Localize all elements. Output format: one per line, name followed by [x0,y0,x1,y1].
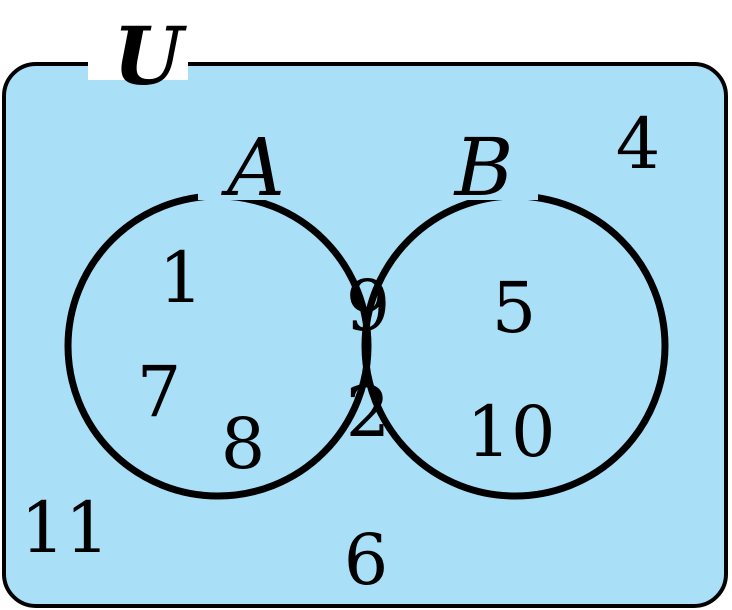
universe-label-gap [88,50,188,80]
set-a-label-gap [198,140,308,200]
element-intersection: 2 [346,371,391,453]
element-b-only: 5 [492,267,537,349]
set-a-label: A [220,121,285,214]
set-b-label-gap [428,140,538,200]
element-intersection: 9 [346,265,391,347]
element-outside: 4 [616,103,661,185]
set-b-label: B [453,121,514,214]
element-a-only: 1 [159,237,204,319]
element-a-only: 8 [221,403,266,485]
element-outside: 11 [20,487,109,569]
element-outside: 6 [344,519,389,601]
element-b-only: 10 [466,391,555,473]
universe-label: U [113,9,187,103]
element-a-only: 7 [137,351,182,433]
